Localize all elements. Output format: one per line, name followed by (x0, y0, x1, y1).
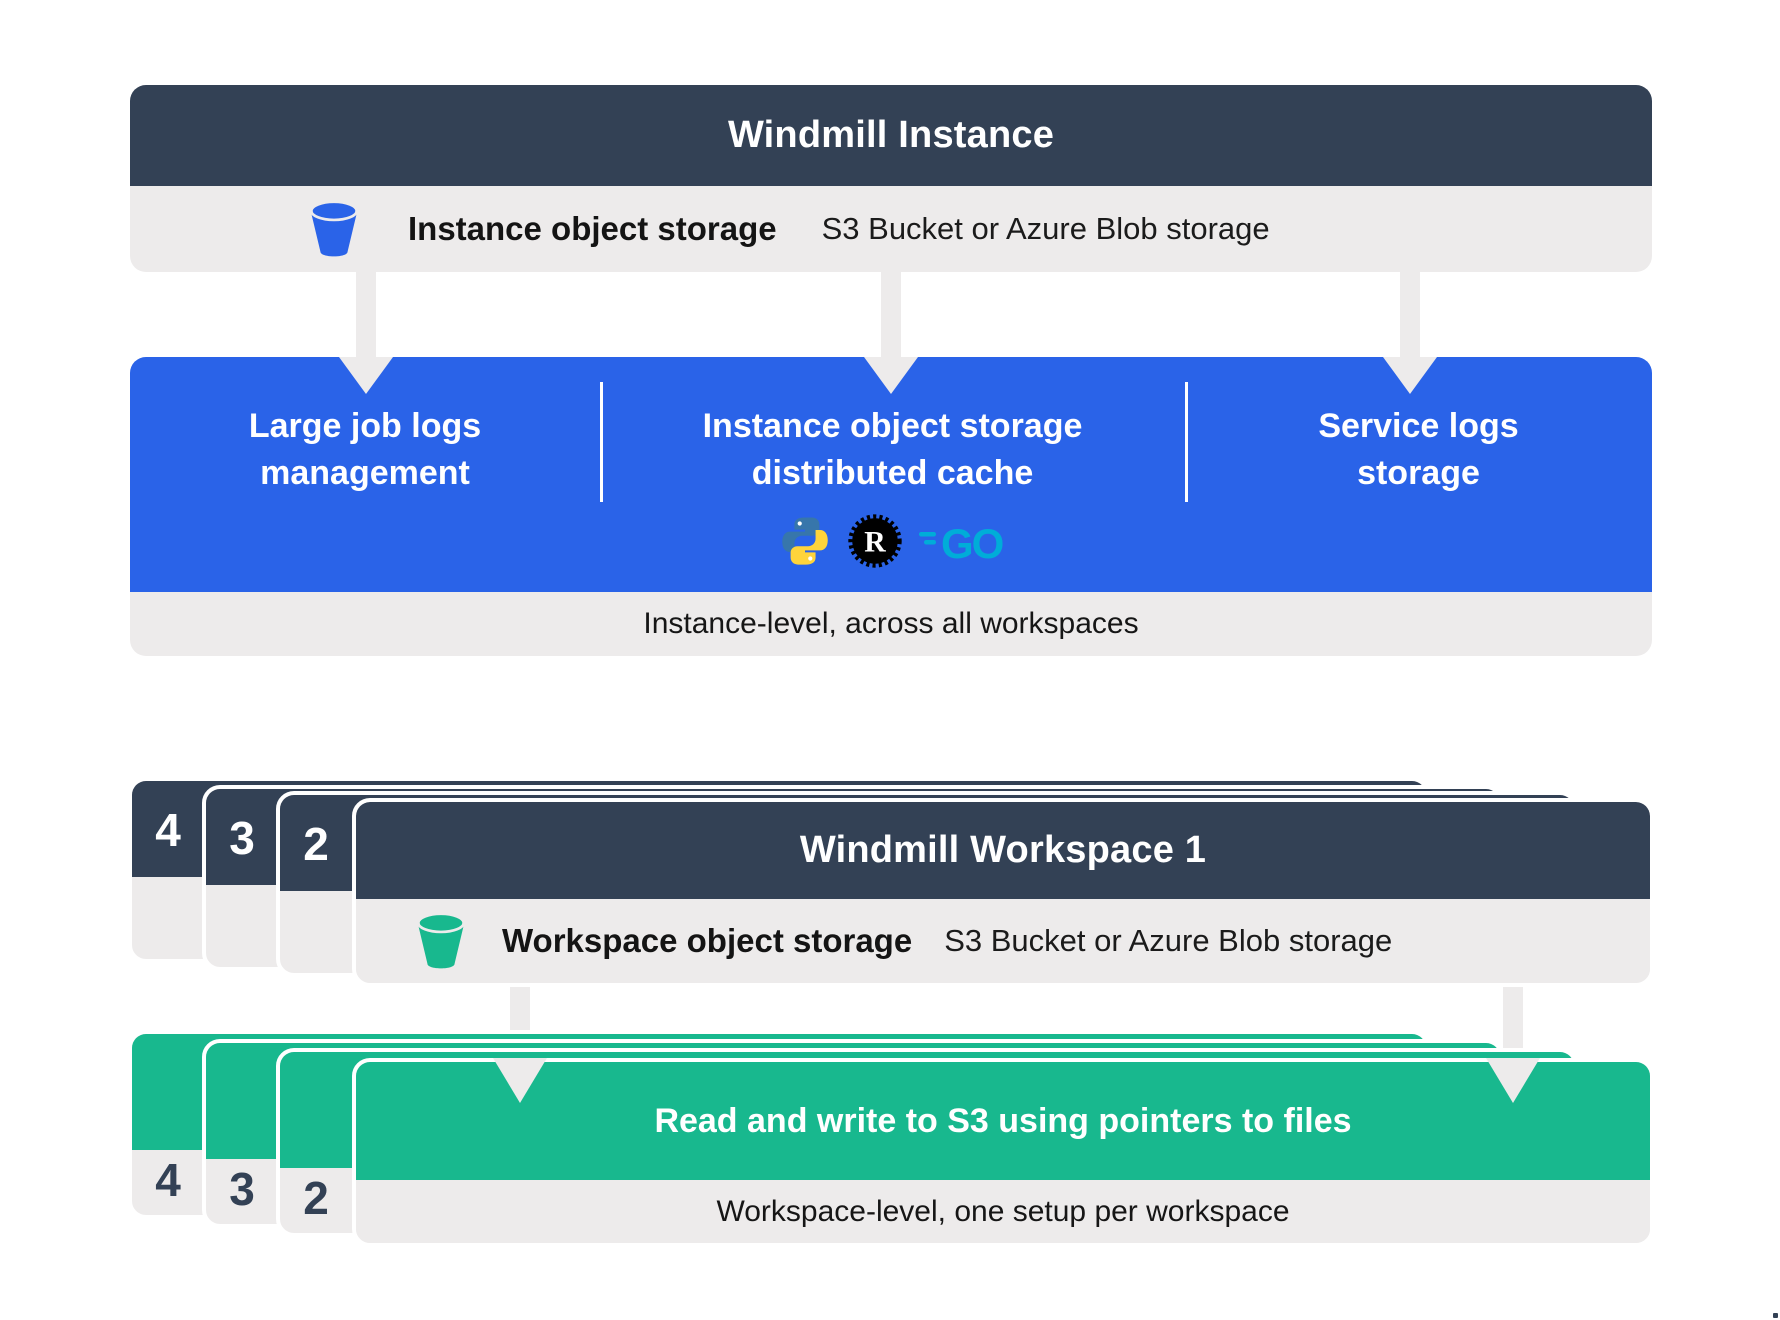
go-letters: GO (941, 520, 1003, 565)
instance-features-box: Large job logs management Instance objec… (130, 357, 1652, 592)
workspace-scope-text: Workspace-level, one setup per workspace (716, 1194, 1290, 1228)
feature-line: Service logs (1318, 407, 1519, 445)
workspace-storage-detail: S3 Bucket or Azure Blob storage (944, 923, 1393, 958)
instance-card: Windmill Instance Instance object storag… (130, 85, 1652, 272)
feature-line: Instance object storage (702, 407, 1083, 445)
rust-icon: R (847, 513, 903, 569)
arrow-shaft-right (1400, 272, 1420, 360)
workspace-arrow-shaft-right (1503, 985, 1523, 1061)
feature-line: storage (1357, 454, 1480, 492)
corner-dot (1773, 1313, 1778, 1318)
bucket-icon (305, 197, 363, 261)
feature-line: distributed cache (751, 454, 1034, 492)
instance-storage-label: Instance object storage (408, 210, 777, 247)
feature-line: management (260, 454, 470, 492)
feature-service-logs: Service logs storage (1185, 403, 1652, 497)
workspace-storage-row: Workspace object storage S3 Bucket or Az… (356, 899, 1650, 983)
s3-action-banner: Read and write to S3 using pointers to f… (356, 1062, 1650, 1180)
instance-storage-row: Instance object storage S3 Bucket or Azu… (130, 186, 1652, 272)
s3-setup-number-4: 4 (155, 1154, 181, 1206)
workspace-number-3: 3 (229, 812, 255, 864)
feature-large-job-logs: Large job logs management (130, 403, 600, 497)
arrow-shaft-left (356, 272, 376, 360)
workspace-scope-footer: Workspace-level, one setup per workspace (356, 1180, 1650, 1243)
s3-action-text: Read and write to S3 using pointers to f… (654, 1101, 1352, 1140)
workspace-number-2: 2 (303, 818, 329, 870)
workspace-card-header: Windmill Workspace 1 (356, 802, 1650, 899)
bucket-icon (412, 909, 470, 973)
go-icon: GO (918, 517, 1007, 565)
instance-card-header: Windmill Instance (130, 85, 1652, 186)
workspace-main-card: Windmill Workspace 1 Workspace object st… (352, 798, 1654, 987)
workspace-storage-label: Workspace object storage (502, 922, 913, 959)
instance-scope-footer: Instance-level, across all workspaces (130, 592, 1652, 656)
rust-letter: R (864, 526, 886, 559)
s3-setup-number-2: 2 (303, 1172, 329, 1224)
s3-setup-number-3: 3 (229, 1163, 255, 1215)
arrow-shaft-center (881, 272, 901, 360)
s3-setup-main-card: Read and write to S3 using pointers to f… (352, 1058, 1654, 1247)
python-icon (779, 515, 831, 567)
language-icons-row: R GO (600, 513, 1185, 569)
workspace-title: Windmill Workspace 1 (799, 829, 1207, 871)
instance-title: Windmill Instance (727, 114, 1055, 156)
workspace-number-4: 4 (155, 804, 181, 856)
feature-line: Large job logs (248, 407, 482, 445)
instance-storage-detail: S3 Bucket or Azure Blob storage (821, 211, 1270, 246)
feature-distributed-cache: Instance object storage distributed cach… (600, 403, 1185, 569)
column-divider (600, 382, 603, 502)
instance-scope-text: Instance-level, across all workspaces (643, 607, 1139, 640)
column-divider (1185, 382, 1188, 502)
